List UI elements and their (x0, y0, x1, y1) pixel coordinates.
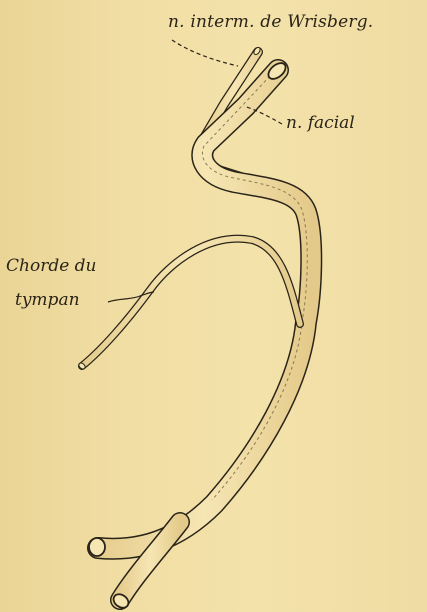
facial-nerve (98, 60, 311, 549)
chorda-tympani-nerve (78, 239, 300, 370)
wrisberg-leader-line (172, 40, 238, 66)
label-facial-nerve: n. facial (286, 115, 355, 132)
label-chorda-tympani-line2: tympan (15, 292, 80, 309)
facial-cut-end (89, 538, 105, 556)
label-chorda-tympani-line1: Chorde du (6, 258, 97, 275)
label-intermediate-nerve-of-wrisberg: n. interm. de Wrisberg. (168, 14, 373, 31)
